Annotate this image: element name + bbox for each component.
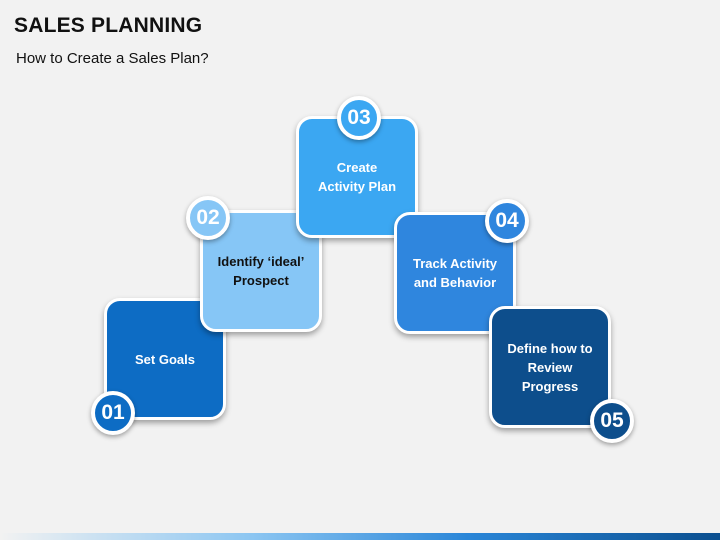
step-3-number-badge: 03 xyxy=(337,96,381,140)
bottom-gradient-bar xyxy=(0,533,720,540)
step-5-number-badge: 05 xyxy=(590,399,634,443)
step-2-number-badge: 02 xyxy=(186,196,230,240)
step-2-label: Identify ‘ideal’ Prospect xyxy=(217,254,305,288)
page-subtitle: How to Create a Sales Plan? xyxy=(16,50,209,67)
step-5-card: Define how to Review Progress xyxy=(489,306,611,428)
page-title: SALES PLANNING xyxy=(14,14,203,37)
step-4-number-badge: 04 xyxy=(485,199,529,243)
step-1-number-badge: 01 xyxy=(91,391,135,435)
step-1-label: Set Goals xyxy=(135,351,195,367)
step-4-label: Track Activity and Behavior xyxy=(412,256,498,290)
step-3-label: Create Activity Plan xyxy=(317,160,397,194)
step-5-label: Define how to Review Progress xyxy=(507,340,593,394)
